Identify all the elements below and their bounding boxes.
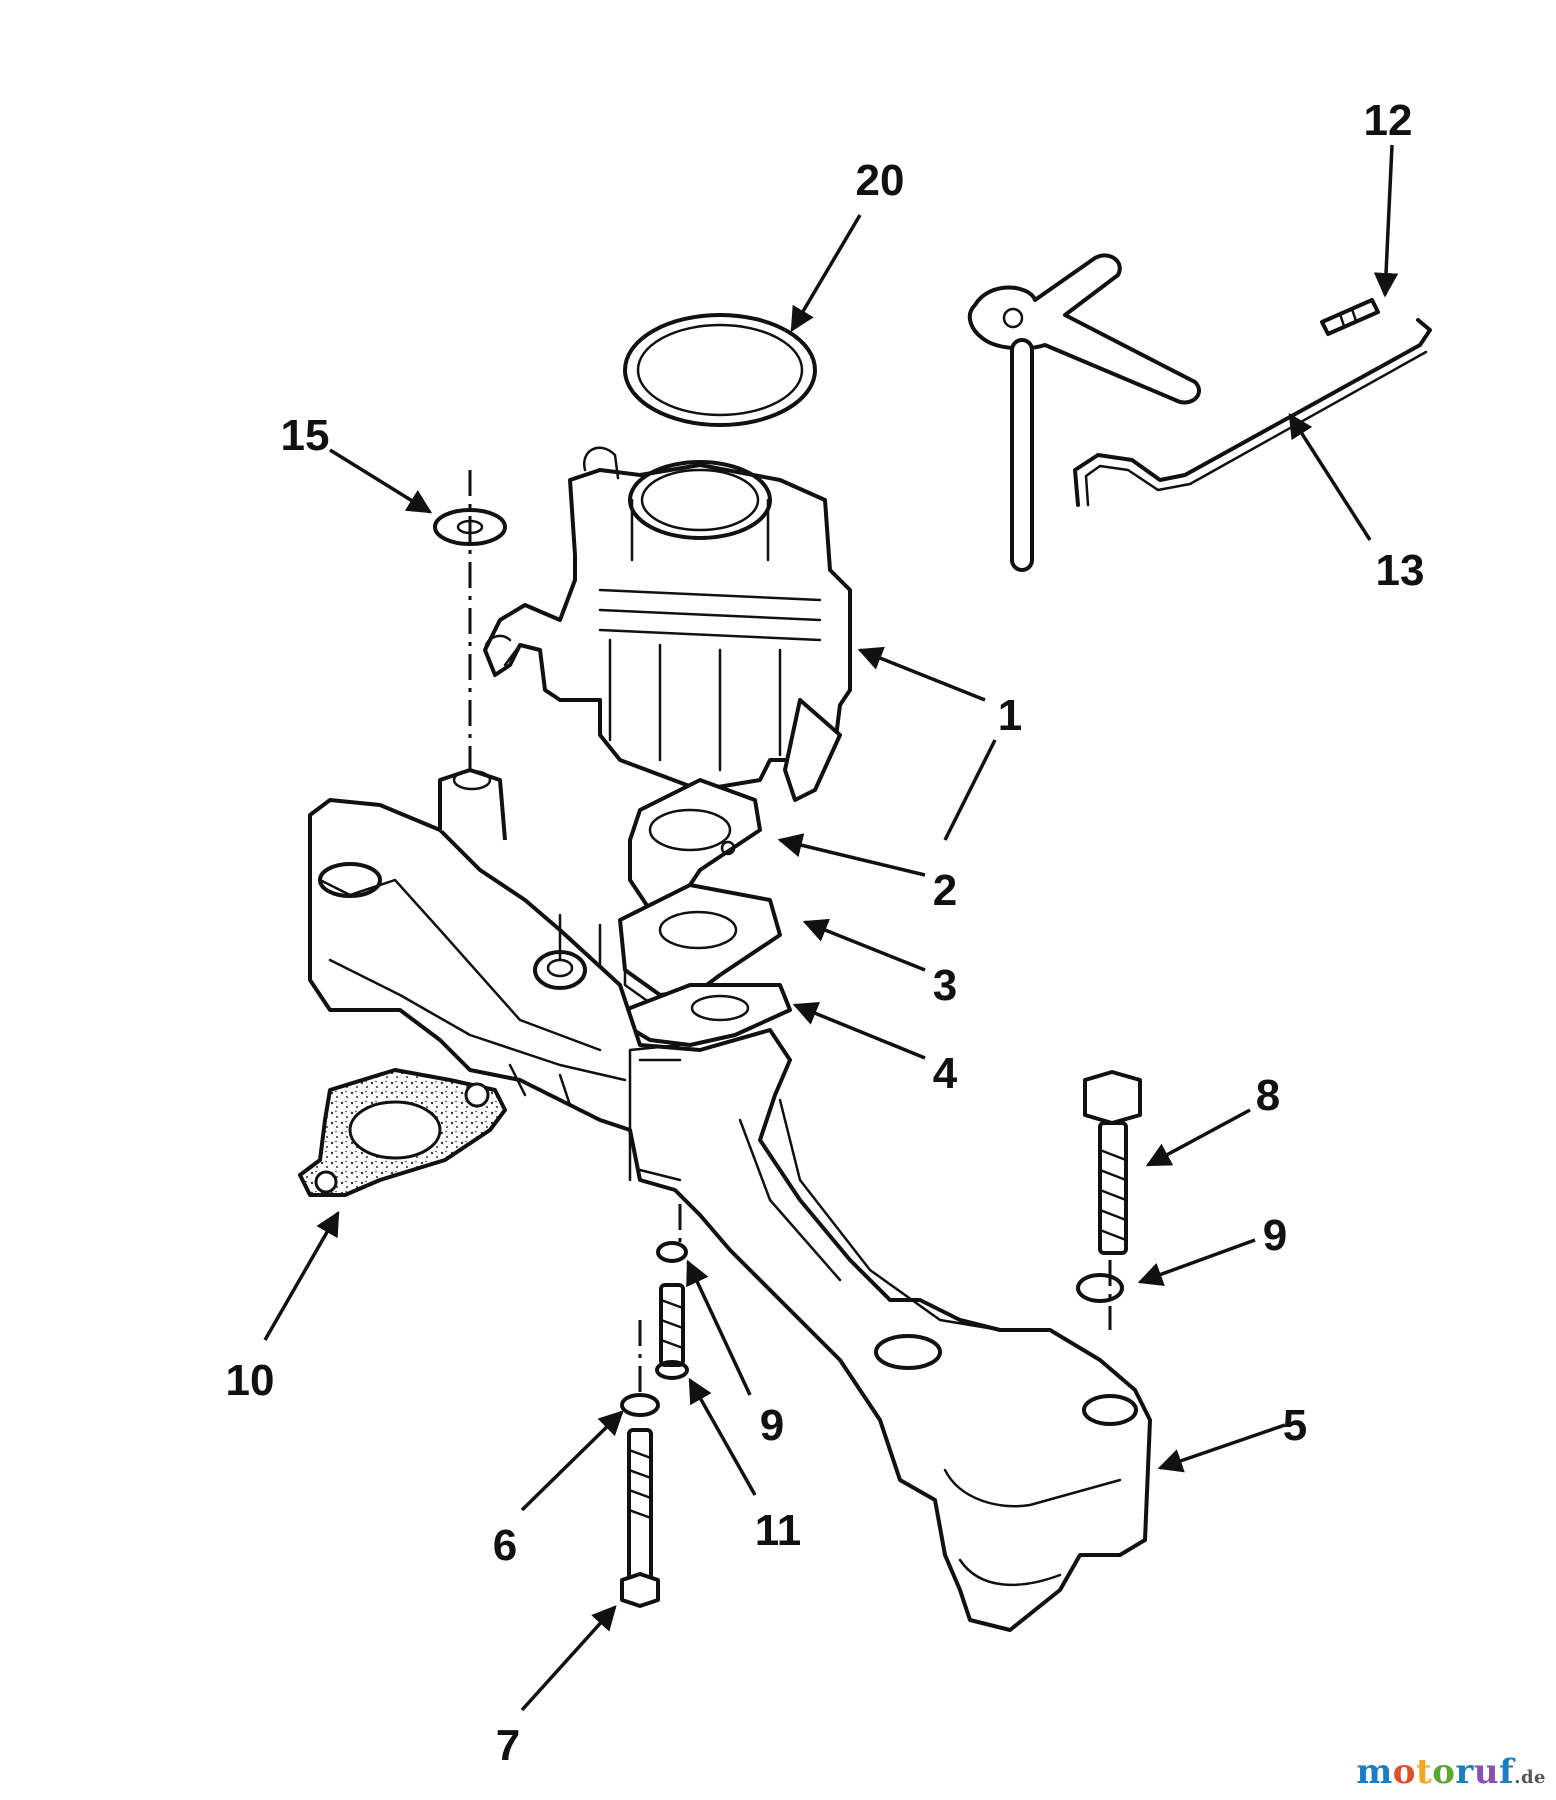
callout-13: 13	[1376, 546, 1425, 595]
callout-12: 12	[1364, 96, 1413, 145]
callout-8: 8	[1256, 1071, 1280, 1120]
part-10-gasket	[298, 1068, 507, 1197]
part-20-ring	[623, 313, 817, 427]
part-5-manifold	[308, 768, 1152, 1632]
callout-9-center: 9	[760, 1401, 784, 1450]
callout-2: 2	[933, 866, 957, 915]
callout-9-right: 9	[1263, 1211, 1287, 1260]
callout-20: 20	[856, 156, 905, 205]
callout-10: 10	[226, 1356, 275, 1405]
part-9-lockwasher-center	[656, 1241, 688, 1263]
part-11-stud	[655, 1283, 689, 1380]
part-12-pin	[1320, 298, 1380, 336]
part-8-bolt	[1083, 1070, 1142, 1255]
callout-4: 4	[933, 1049, 958, 1098]
callout-7: 7	[496, 1721, 520, 1770]
leader-lines	[263, 144, 1399, 1712]
callout-labels: 20 12 15 13 1 2 3 4 8 9 10 9 5 11 6 7	[226, 96, 1425, 1770]
callout-3: 3	[933, 961, 957, 1010]
part-6-washer	[620, 1393, 660, 1417]
part-7-bolt	[620, 1428, 660, 1608]
throttle-lever	[967, 253, 1201, 572]
watermark-logo: motoruf.de	[1356, 1752, 1546, 1792]
callout-11: 11	[755, 1506, 802, 1555]
part-1-carburetor	[483, 446, 852, 802]
callout-6: 6	[493, 1521, 517, 1570]
watermark-tld: .de	[1514, 1767, 1546, 1788]
callout-15: 15	[281, 411, 330, 460]
callout-1: 1	[998, 691, 1022, 740]
callout-5: 5	[1283, 1401, 1307, 1450]
part-13-rod	[1073, 318, 1432, 507]
part-9-lockwasher-right	[1076, 1273, 1124, 1303]
